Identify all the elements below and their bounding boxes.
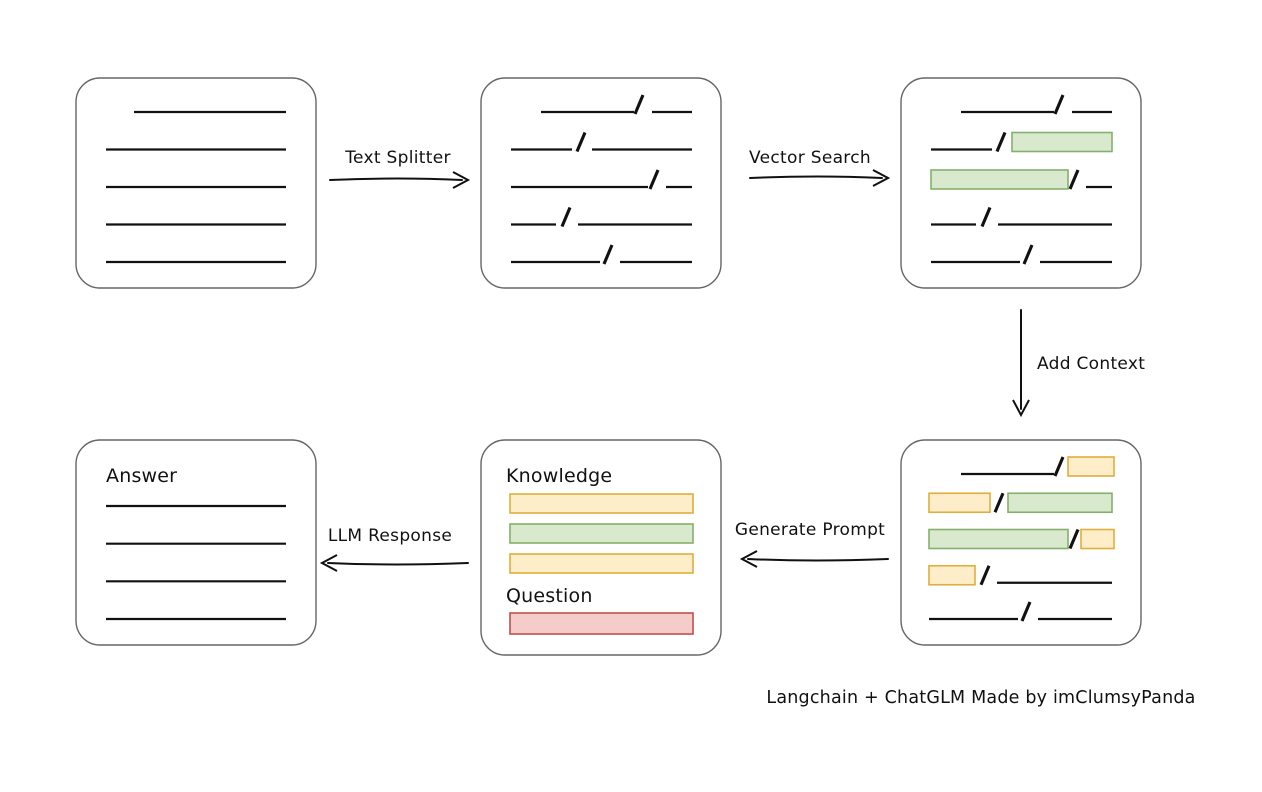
chunk-separator-slash: [1053, 94, 1065, 115]
arrow-generate-prompt: Generate Prompt: [735, 520, 889, 568]
panel-heading: Knowledge: [506, 465, 612, 487]
chunk-separator-slash: [993, 492, 1005, 513]
chunk-highlight-green: [1011, 131, 1113, 153]
arrow-head: [872, 169, 891, 187]
panel-frame: [480, 77, 722, 289]
arrow-head: [452, 171, 471, 189]
arrow-label-vector-search: Vector Search: [749, 148, 871, 168]
chunk-separator-slash: [979, 565, 991, 586]
panel-frame: [75, 439, 317, 646]
panel-context-added: [900, 439, 1142, 646]
chunk-separator-slash: [1020, 601, 1032, 622]
chunk-separator-slash: [1068, 169, 1080, 190]
panel-answer: Answer: [75, 439, 317, 646]
chunk-separator-slash: [1068, 528, 1080, 550]
prompt-chip-green: [509, 523, 694, 544]
arrow-llm-response: LLM Response: [319, 526, 469, 572]
chunk-separator-slash: [1022, 244, 1034, 265]
arrow-add-context: Add Context: [1012, 309, 1145, 418]
chunk-highlight-yellow: [928, 492, 991, 514]
arrow-shaft: [747, 558, 889, 562]
panel-split-chunks: [480, 77, 722, 289]
caption-layer: Langchain + ChatGLM Made by imClumsyPand…: [766, 688, 1195, 708]
chunk-highlight-green: [928, 528, 1069, 550]
chunk-separator-slash: [1053, 456, 1065, 477]
chunk-highlight-green: [930, 169, 1069, 190]
chunk-separator-slash: [575, 131, 587, 153]
chunk-highlight-green: [1007, 492, 1113, 514]
chunk-highlight-yellow: [928, 564, 976, 586]
panel-source-document: [75, 77, 317, 289]
arrow-label-add-context: Add Context: [1037, 354, 1145, 374]
prompt-chip-yellow: [509, 493, 694, 514]
arrow-vector-search: Vector Search: [749, 148, 891, 187]
arrow-head: [739, 550, 758, 568]
arrow-label-generate-prompt: Generate Prompt: [735, 520, 885, 540]
arrow-shaft: [327, 562, 469, 566]
arrow-head: [1012, 399, 1030, 418]
arrow-label-llm-response: LLM Response: [328, 526, 452, 546]
arrow-shaft: [749, 175, 883, 179]
chunk-separator-slash: [980, 206, 992, 228]
arrow-text-splitter: Text Splitter: [329, 148, 471, 189]
panel-vector-hits: [900, 77, 1142, 289]
panel-heading: Answer: [106, 465, 177, 487]
chunk-separator-slash: [995, 131, 1007, 153]
chunk-separator-slash: [633, 94, 645, 115]
chunk-separator-slash: [648, 169, 660, 190]
arrow-shaft: [329, 177, 463, 181]
panel-heading: Question: [506, 585, 593, 607]
chunk-highlight-yellow: [1080, 528, 1115, 550]
arrow-head: [319, 554, 338, 572]
chunk-separator-slash: [602, 244, 614, 265]
diagram-caption: Langchain + ChatGLM Made by imClumsyPand…: [766, 688, 1195, 708]
prompt-chip-red: [509, 612, 694, 635]
prompt-chip-yellow: [509, 553, 694, 574]
arrow-label-text-splitter: Text Splitter: [344, 148, 451, 168]
chunk-separator-slash: [560, 206, 572, 228]
chunk-highlight-yellow: [1067, 456, 1115, 477]
panel-frame: [75, 77, 317, 289]
